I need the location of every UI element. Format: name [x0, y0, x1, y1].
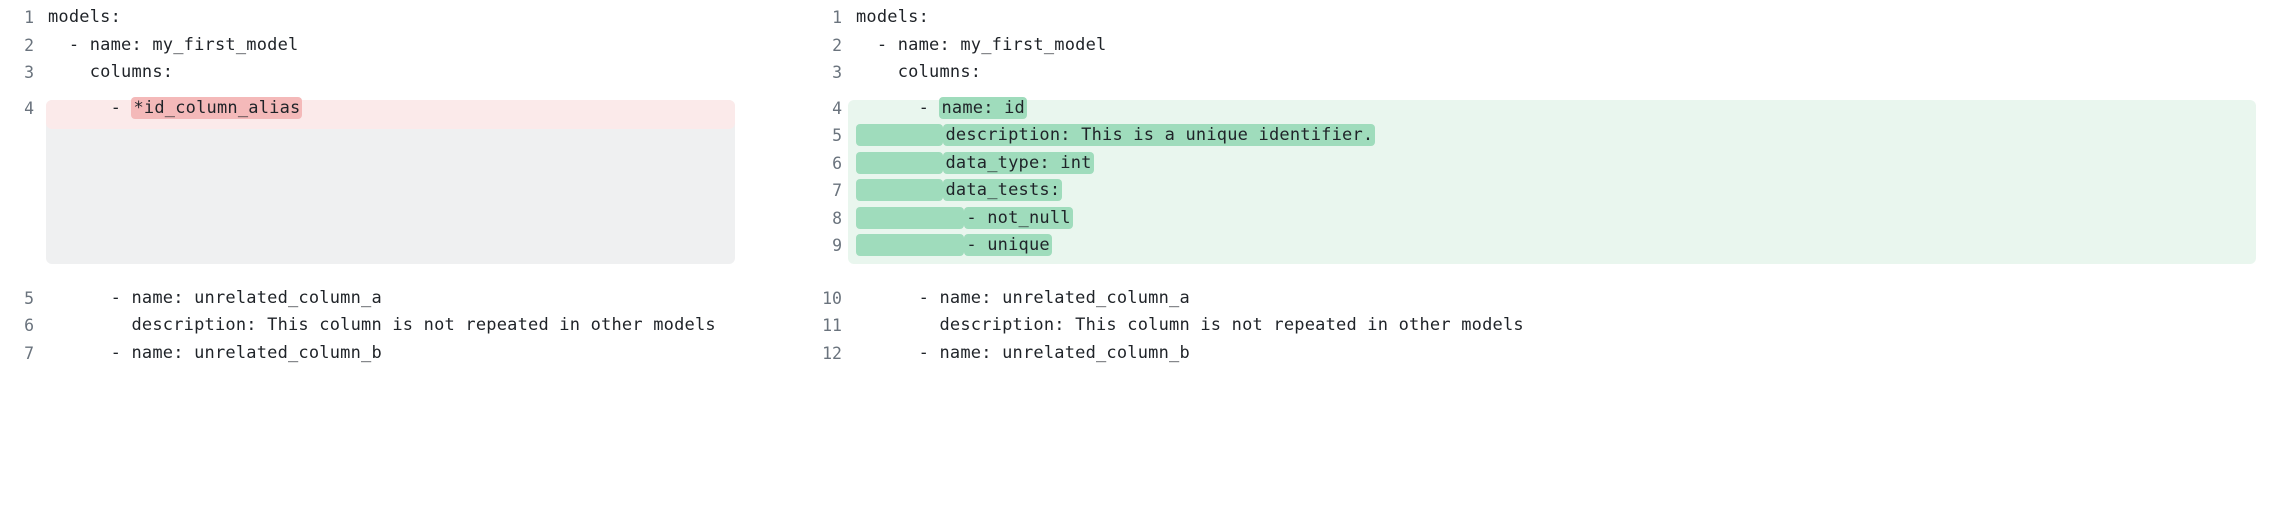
code-line[interactable]: 1 models:	[804, 4, 2278, 32]
added-indent	[856, 124, 944, 146]
code-line[interactable]: 2 - name: my_first_model	[804, 32, 2278, 60]
line-number: 3	[832, 63, 842, 82]
code-line[interactable]: 11 description: This column is not repea…	[804, 312, 2278, 340]
line-content: - name: id	[856, 96, 1027, 119]
added-token: data_type: int	[943, 151, 1094, 174]
line-number: 1	[24, 8, 34, 27]
code-line[interactable]: 12 - name: unrelated_column_b	[804, 340, 2278, 368]
added-token: name: id	[939, 96, 1027, 119]
line-number: 6	[24, 316, 34, 335]
line-number: 8	[832, 208, 842, 228]
line-content: - *id_column_alias	[48, 96, 303, 119]
placeholder-row	[0, 122, 800, 150]
block-gap	[804, 260, 2278, 285]
line-number: 5	[24, 288, 34, 308]
code-line-added[interactable]: 8 - not_null	[804, 205, 2278, 233]
placeholder-row	[0, 205, 800, 233]
code-line[interactable]: 10 - name: unrelated_column_a	[804, 285, 2278, 313]
line-number: 4	[832, 98, 842, 118]
placeholder-row	[0, 150, 800, 178]
removed-token: *id_column_alias	[131, 96, 303, 119]
line-content: columns:	[48, 62, 174, 82]
line-number: 2	[832, 35, 842, 55]
line-number: 11	[822, 316, 842, 335]
line-number: 5	[832, 126, 842, 145]
added-indent	[856, 179, 944, 201]
before-pane: 1 models: 2 - name: my_first_model 3 col…	[0, 0, 800, 528]
line-content: - name: my_first_model	[48, 34, 299, 55]
code-line[interactable]: 2 - name: my_first_model	[0, 32, 800, 60]
added-token: data_tests:	[943, 179, 1063, 201]
added-indent	[856, 206, 965, 229]
code-line[interactable]: 6 description: This column is not repeat…	[0, 312, 800, 340]
line-content: data_type: int	[856, 150, 1094, 178]
code-line-added[interactable]: 9 - unique	[804, 232, 2278, 260]
code-line[interactable]: 3 columns:	[0, 59, 800, 87]
block-gap	[0, 87, 800, 95]
line-content: - unique	[856, 232, 1052, 260]
after-code: 1 models: 2 - name: my_first_model 3 col…	[804, 4, 2278, 367]
added-token: description: This is a unique identifier…	[943, 124, 1376, 146]
line-content: - name: unrelated_column_a	[48, 287, 382, 308]
added-token: - not_null	[964, 206, 1073, 229]
line-number: 12	[822, 343, 842, 363]
line-content: - name: unrelated_column_b	[48, 342, 382, 363]
line-content: - name: my_first_model	[856, 34, 1107, 55]
line-content: models:	[856, 7, 930, 27]
line-number: 9	[832, 236, 842, 255]
code-line-added[interactable]: 5 description: This is a unique identifi…	[804, 122, 2278, 150]
after-pane: 1 models: 2 - name: my_first_model 3 col…	[800, 0, 2278, 528]
before-code: 1 models: 2 - name: my_first_model 3 col…	[0, 4, 800, 367]
added-token: - unique	[964, 234, 1052, 256]
code-line-added[interactable]: 6 data_type: int	[804, 150, 2278, 178]
line-number: 7	[24, 343, 34, 363]
added-indent	[856, 234, 965, 256]
line-number: 2	[24, 35, 34, 55]
line-content: columns:	[856, 62, 982, 82]
placeholder-row	[0, 177, 800, 205]
code-line[interactable]: 7 - name: unrelated_column_b	[0, 340, 800, 368]
line-number: 3	[24, 63, 34, 82]
line-number: 7	[832, 181, 842, 200]
code-line[interactable]: 3 columns:	[804, 59, 2278, 87]
added-indent	[856, 151, 944, 174]
line-number: 10	[822, 288, 842, 308]
line-content: - name: unrelated_column_a	[856, 287, 1190, 308]
code-line-added[interactable]: 7 data_tests:	[804, 177, 2278, 205]
line-content: description: This column is not repeated…	[48, 315, 716, 335]
block-gap	[804, 87, 2278, 95]
line-content: description: This column is not repeated…	[856, 315, 1524, 335]
line-number: 4	[24, 98, 34, 118]
code-line-added[interactable]: 4 - name: id	[804, 95, 2278, 123]
line-number: 1	[832, 8, 842, 27]
code-line-removed[interactable]: 4 - *id_column_alias	[0, 95, 800, 123]
block-gap	[0, 260, 800, 285]
line-content: data_tests:	[856, 177, 1063, 205]
line-content: models:	[48, 7, 122, 27]
code-line[interactable]: 5 - name: unrelated_column_a	[0, 285, 800, 313]
line-content: - not_null	[856, 205, 1073, 233]
line-content: description: This is a unique identifier…	[856, 122, 1376, 150]
line-content: - name: unrelated_column_b	[856, 342, 1190, 363]
code-line[interactable]: 1 models:	[0, 4, 800, 32]
line-number: 6	[832, 153, 842, 173]
placeholder-row	[0, 232, 800, 260]
